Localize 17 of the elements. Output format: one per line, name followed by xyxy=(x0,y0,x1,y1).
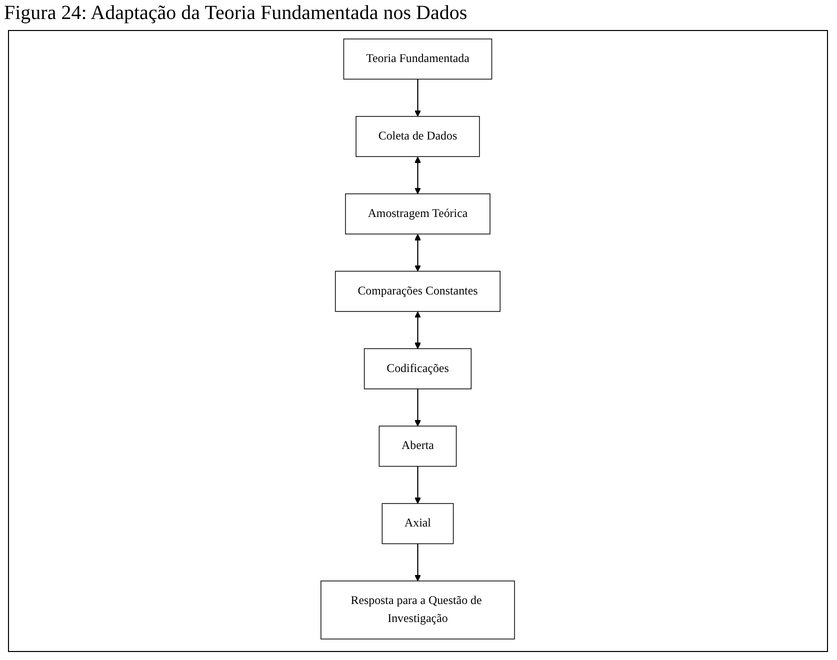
arrow xyxy=(414,310,422,348)
arrow xyxy=(414,388,422,426)
arrow xyxy=(414,466,422,504)
figure-title: Figura 24: Adaptação da Teoria Fundamentada nos Dados xyxy=(3,1,468,26)
node-box xyxy=(320,580,516,639)
node-box xyxy=(345,192,491,234)
node-box xyxy=(382,502,454,544)
node-box xyxy=(344,38,492,80)
node-box xyxy=(379,425,457,466)
node-box xyxy=(356,116,480,156)
figure-frame: Teoria Fundamentada Coleta de Dados Amostragem Teórica Comparações Constantes Codificações Aberta Axial Resposta para a Questão de Investigação xyxy=(8,30,828,652)
node-box xyxy=(335,270,501,312)
arrow xyxy=(414,543,422,581)
arrow xyxy=(414,156,422,194)
node-box xyxy=(364,348,472,389)
arrow xyxy=(414,78,422,116)
arrow xyxy=(414,234,422,272)
